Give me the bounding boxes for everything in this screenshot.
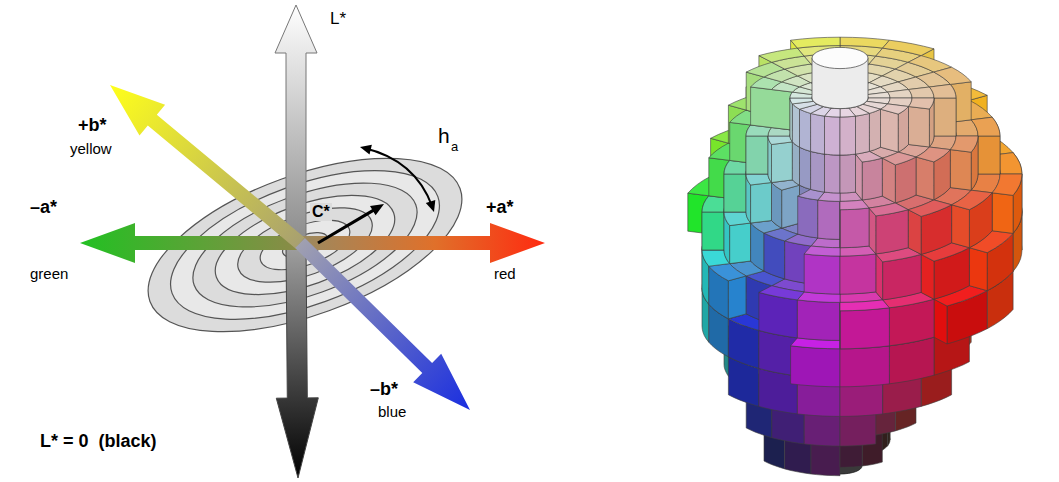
chroma-block-side xyxy=(825,154,841,193)
chroma-block-side xyxy=(978,136,1000,174)
lightness-axis-down xyxy=(276,245,318,478)
hue-subscript: a xyxy=(451,140,458,154)
chroma-block-side xyxy=(862,158,882,200)
chroma-block-side xyxy=(969,248,987,291)
red-axis xyxy=(300,223,545,263)
chroma-block-top xyxy=(909,98,935,109)
chroma-block-top xyxy=(746,174,772,185)
chroma-block-side xyxy=(876,210,908,254)
chroma-block-top xyxy=(934,67,971,84)
chroma-block-side xyxy=(746,136,768,174)
chroma-block-side xyxy=(804,254,840,294)
chroma-block-side xyxy=(811,113,825,154)
chroma-block-side xyxy=(782,185,800,228)
chroma-block-side xyxy=(724,174,746,212)
chroma-block-side xyxy=(869,109,880,151)
chroma-block-top xyxy=(804,246,840,256)
chroma-block-side xyxy=(840,308,889,349)
chroma-block-side xyxy=(790,98,792,142)
green-axis xyxy=(80,223,300,263)
chroma-block-side xyxy=(840,208,869,248)
chroma-block-top xyxy=(882,152,916,165)
chroma-block-side xyxy=(934,299,947,344)
chroma-block-top xyxy=(709,264,746,281)
chroma-block-side xyxy=(791,346,840,387)
yellow-axis xyxy=(110,85,305,248)
chroma-block-top xyxy=(929,84,956,98)
chroma-block-side xyxy=(728,276,746,319)
chroma-block-top xyxy=(908,200,951,217)
color-name: blue xyxy=(378,404,406,421)
axis-sign: –a* xyxy=(30,198,57,218)
chroma-block-side xyxy=(916,157,934,200)
chroma-block-top xyxy=(840,108,856,117)
chroma-block-side xyxy=(792,142,799,185)
chroma-block-top xyxy=(768,136,792,145)
chroma-block-top xyxy=(790,98,813,104)
chroma-block-side xyxy=(825,116,841,155)
white-cap-top xyxy=(812,47,868,68)
chroma-block-side xyxy=(909,107,930,148)
chroma-block-top xyxy=(791,37,840,48)
chroma-block-side xyxy=(797,300,840,341)
chroma-block-side xyxy=(908,210,921,255)
axis-note: L* = 0 (black) xyxy=(40,432,157,452)
chroma-block-side xyxy=(921,254,934,299)
chroma-block-side xyxy=(800,109,811,151)
chroma-block-side xyxy=(792,104,799,147)
chroma-block-side xyxy=(840,346,889,387)
chroma-block-side xyxy=(730,223,751,264)
axis-sign: +b* xyxy=(78,116,107,136)
chroma-block-side xyxy=(992,193,1013,234)
hue-arc-head xyxy=(426,200,436,212)
chroma-block-top xyxy=(888,90,912,99)
color-solid xyxy=(688,37,1022,476)
chroma-block-top xyxy=(759,286,804,300)
hue-angle-arc xyxy=(364,148,432,206)
chroma-block-side xyxy=(840,116,856,155)
chroma-block-top xyxy=(840,300,889,311)
chroma-block-side xyxy=(798,196,818,238)
chroma-block-top xyxy=(881,104,909,114)
axis-name: L* xyxy=(330,10,346,29)
chroma-block-top xyxy=(759,48,804,62)
chroma-block-top xyxy=(840,37,889,48)
chroma-block-top xyxy=(992,174,1022,195)
axis-sign: +a* xyxy=(486,198,514,218)
chroma-block-side xyxy=(818,200,840,239)
chroma-block-side xyxy=(800,147,811,189)
chroma-block-side xyxy=(702,212,724,250)
chroma-block-side xyxy=(751,183,772,224)
chroma-block-side xyxy=(882,158,895,203)
chroma-block-side xyxy=(934,98,956,136)
chroma-block-side xyxy=(811,151,825,192)
chroma-block-top xyxy=(950,136,978,152)
axis-sign: –b* xyxy=(370,380,398,400)
chroma-block-side xyxy=(840,254,876,294)
chroma-block-side xyxy=(856,113,870,154)
chroma-symbol: C* xyxy=(310,203,332,221)
chroma-block-top xyxy=(883,40,934,55)
chroma-block-top xyxy=(869,203,908,216)
chroma-block-top xyxy=(867,92,890,98)
chroma-block-side xyxy=(881,109,899,152)
color-name: yellow xyxy=(70,141,112,158)
chroma-block-side xyxy=(751,87,793,130)
color-name: green xyxy=(30,266,68,283)
hue-arc-head xyxy=(360,145,372,155)
chroma-block-top xyxy=(916,147,950,162)
hue-symbol: h xyxy=(438,124,450,147)
chroma-block-side xyxy=(950,150,971,191)
chroma-block-top xyxy=(909,87,935,98)
color-name: red xyxy=(494,266,516,283)
blue-axis xyxy=(295,238,470,410)
chroma-block-side xyxy=(772,142,793,183)
chroma-block-top xyxy=(952,190,993,210)
chroma-block-top xyxy=(840,200,869,210)
chroma-block-side xyxy=(952,205,970,248)
chroma-block-top xyxy=(971,117,1000,136)
chroma-block-side xyxy=(840,154,856,193)
